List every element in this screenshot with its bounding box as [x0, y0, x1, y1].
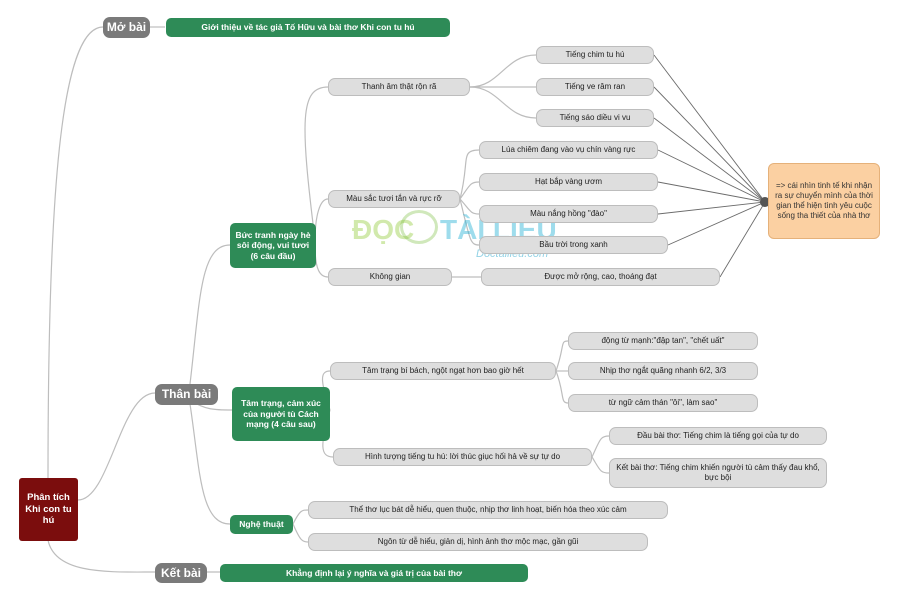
conclusion-note[interactable]: => cái nhìn tinh tế khi nhận ra sự chuyể…: [768, 163, 880, 239]
nghe-thuat-item[interactable]: Thể thơ lục bát dễ hiểu, quen thuộc, nhị…: [308, 501, 668, 519]
tam-trang-node[interactable]: Tâm trạng, cảm xúc của người tù Cách mạn…: [232, 387, 330, 441]
hinh-tuong-item[interactable]: Đầu bài thơ: Tiếng chim là tiếng gọi của…: [609, 427, 827, 445]
thanh-am-item[interactable]: Tiếng sáo diều vi vu: [536, 109, 654, 127]
root-topic[interactable]: Phân tích Khi con tu hú: [19, 478, 78, 541]
section-mo-bai[interactable]: Mở bài: [103, 17, 150, 38]
hinh-tuong-node[interactable]: Hình tượng tiếng tu hú: lời thúc giục hố…: [333, 448, 592, 466]
section-ket-bai[interactable]: Kết bài: [155, 563, 207, 583]
khong-gian-node[interactable]: Không gian: [328, 268, 452, 286]
bi-bach-item[interactable]: động từ mạnh:"đập tan", "chết uất": [568, 332, 758, 350]
section-than-bai[interactable]: Thân bài: [155, 384, 218, 405]
mau-sac-node[interactable]: Màu sắc tươi tắn và rực rỡ: [328, 190, 460, 208]
thanh-am-item[interactable]: Tiếng chim tu hú: [536, 46, 654, 64]
bi-bach-item[interactable]: Nhịp thơ ngắt quãng nhanh 6/2, 3/3: [568, 362, 758, 380]
mau-sac-item[interactable]: Bầu trời trong xanh: [479, 236, 668, 254]
ket-bai-content[interactable]: Khẳng định lại ý nghĩa và giá trị của bà…: [220, 564, 528, 582]
thanh-am-item[interactable]: Tiếng ve râm ran: [536, 78, 654, 96]
mau-sac-item[interactable]: Hạt bắp vàng ươm: [479, 173, 658, 191]
bi-bach-item[interactable]: từ ngữ cảm thán "ôi", làm sao": [568, 394, 758, 412]
khong-gian-item[interactable]: Được mở rộng, cao, thoáng đạt: [481, 268, 720, 286]
bi-bach-node[interactable]: Tâm trạng bí bách, ngột ngạt hơn bao giờ…: [330, 362, 556, 380]
nghe-thuat-node[interactable]: Nghệ thuật: [230, 515, 293, 534]
buc-tranh-node[interactable]: Bức tranh ngày hè sôi động, vui tươi (6 …: [230, 223, 316, 268]
hinh-tuong-item[interactable]: Kết bài thơ: Tiếng chim khiến người tù c…: [609, 458, 827, 488]
mau-sac-item[interactable]: Lúa chiêm đang vào vụ chín vàng rực: [479, 141, 658, 159]
owl-logo-icon: [400, 210, 438, 244]
thanh-am-node[interactable]: Thanh âm thật rộn rã: [328, 78, 470, 96]
mo-bai-content[interactable]: Giới thiệu về tác giả Tố Hữu và bài thơ …: [166, 18, 450, 37]
nghe-thuat-item[interactable]: Ngôn từ dễ hiểu, giản dị, hình ảnh thơ m…: [308, 533, 648, 551]
mau-sac-item[interactable]: Màu nắng hồng "đào": [479, 205, 658, 223]
